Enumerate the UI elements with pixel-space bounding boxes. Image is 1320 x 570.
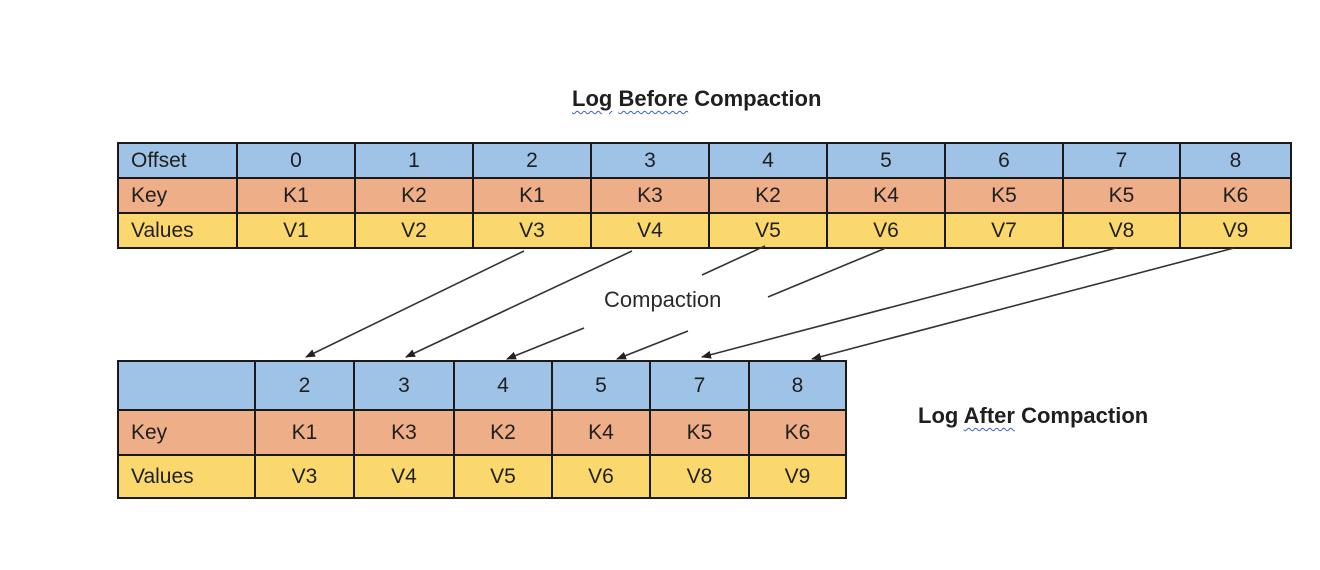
value-cell: V4 (353, 454, 455, 499)
arrow-v5-lower (506, 327, 585, 360)
log-after-title: Log After Compaction (918, 403, 1148, 429)
values-header: Values (117, 454, 256, 499)
value-cell: V1 (236, 212, 356, 249)
offset-cell: 1 (354, 142, 474, 179)
arrow-v6-lower (616, 330, 689, 360)
title-word-compaction: Compaction (1021, 403, 1149, 428)
key-cell: K5 (1062, 177, 1181, 214)
key-cell: K6 (748, 409, 847, 456)
key-cell: K5 (944, 177, 1064, 214)
log-before-title: Log Before Compaction (572, 86, 821, 112)
offset-cell: 0 (236, 142, 356, 179)
key-cell: K1 (254, 409, 355, 456)
offset-cell: 6 (944, 142, 1064, 179)
offset-header (117, 360, 256, 411)
title-word-log: Log (572, 86, 613, 111)
arrow-v8 (701, 247, 1117, 359)
values-row: Values V1 V2 V3 V4 V5 V6 V7 V8 V9 (117, 212, 1292, 249)
values-header: Values (117, 212, 238, 249)
value-cell: V4 (590, 212, 710, 249)
offset-cell: 4 (453, 360, 553, 411)
arrow-v3 (305, 250, 525, 358)
title-word-log: Log (918, 403, 959, 428)
offset-cell: 4 (708, 142, 828, 179)
key-cell: K1 (236, 177, 356, 214)
value-cell: V2 (354, 212, 474, 249)
value-cell: V8 (1062, 212, 1181, 249)
key-cell: K2 (354, 177, 474, 214)
value-cell: V6 (551, 454, 651, 499)
key-cell: K5 (649, 409, 750, 456)
key-cell: K2 (453, 409, 553, 456)
offset-cell: 2 (472, 142, 592, 179)
key-cell: K3 (353, 409, 455, 456)
value-cell: V9 (1179, 212, 1292, 249)
key-cell: K4 (826, 177, 946, 214)
values-row: Values V3 V4 V5 V6 V8 V9 (117, 454, 847, 499)
value-cell: V3 (254, 454, 355, 499)
offset-cell: 7 (649, 360, 750, 411)
key-cell: K2 (708, 177, 828, 214)
value-cell: V5 (708, 212, 828, 249)
key-cell: K4 (551, 409, 651, 456)
value-cell: V5 (453, 454, 553, 499)
key-row: Key K1 K2 K1 K3 K2 K4 K5 K5 K6 (117, 177, 1292, 214)
log-before-table: Offset 0 1 2 3 4 5 6 7 8 Key K1 K2 K1 K3… (117, 142, 1292, 249)
offset-cell: 7 (1062, 142, 1181, 179)
offset-cell: 8 (1179, 142, 1292, 179)
value-cell: V7 (944, 212, 1064, 249)
title-word-after: After (963, 403, 1015, 428)
title-word-compaction: Compaction (694, 86, 822, 111)
offset-header: Offset (117, 142, 238, 179)
compaction-label: Compaction (604, 287, 722, 312)
value-cell: V6 (826, 212, 946, 249)
offset-cell: 3 (590, 142, 710, 179)
offset-cell: 5 (551, 360, 651, 411)
value-cell: V9 (748, 454, 847, 499)
arrow-v4 (405, 250, 633, 358)
log-after-table: 2 3 4 5 7 8 Key K1 K3 K2 K4 K5 K6 Values… (117, 360, 847, 499)
offset-cell: 5 (826, 142, 946, 179)
title-word-before: Before (618, 86, 689, 111)
key-cell: K3 (590, 177, 710, 214)
offset-cell: 8 (748, 360, 847, 411)
key-header: Key (117, 177, 238, 214)
key-cell: K6 (1179, 177, 1292, 214)
arrow-v9 (811, 247, 1235, 361)
value-cell: V8 (649, 454, 750, 499)
key-row: Key K1 K3 K2 K4 K5 K6 (117, 409, 847, 456)
key-cell: K1 (472, 177, 592, 214)
arrow-v5 (701, 245, 766, 276)
key-header: Key (117, 409, 256, 456)
offset-row: Offset 0 1 2 3 4 5 6 7 8 (117, 142, 1292, 179)
value-cell: V3 (472, 212, 592, 249)
arrow-v6 (767, 247, 887, 298)
offset-cell: 3 (353, 360, 455, 411)
offset-cell: 2 (254, 360, 355, 411)
offset-row: 2 3 4 5 7 8 (117, 360, 847, 411)
